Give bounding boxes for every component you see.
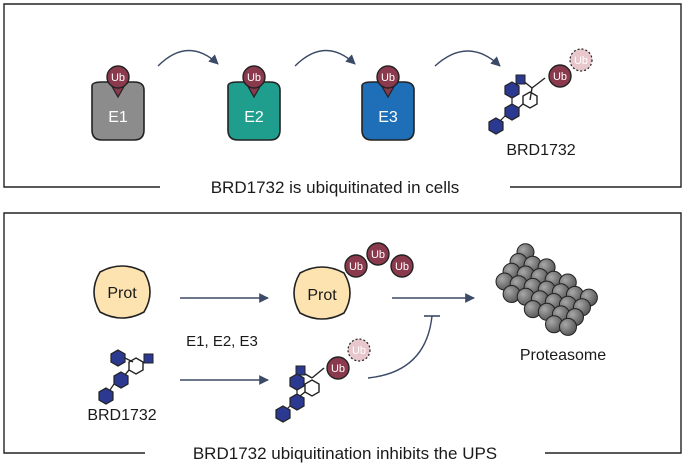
e3-label: E3 — [378, 109, 398, 126]
inhibition-line — [367, 315, 433, 379]
brd1732-compound — [98, 349, 154, 405]
proteasome-label: Proteasome — [520, 347, 606, 364]
protein-label: Prot — [307, 287, 337, 304]
ub-label: Ub — [331, 363, 345, 375]
e1-label: E1 — [108, 109, 128, 126]
e1-enzyme: E1 — [91, 81, 145, 141]
ub-on-e3: Ub — [376, 65, 400, 99]
bottom-panel: BRD1732 ubiquitination inhibits the UPS … — [3, 212, 682, 463]
protein-label: Prot — [107, 285, 137, 302]
ubiquitinated-brd1732: Ub Ub — [275, 338, 371, 423]
ubiquitinated-protein: Prot — [293, 266, 351, 320]
top-panel: BRD1732 is ubiquitinated in cells E1 Ub … — [3, 3, 682, 197]
brd1732-molecule — [488, 74, 546, 135]
enzymes-label: E1, E2, E3 — [186, 333, 258, 350]
ub-label: Ub — [371, 249, 385, 261]
ub-label: Ub — [395, 261, 409, 273]
ub-on-e1: Ub — [106, 65, 130, 99]
ub-label: Ub — [111, 72, 125, 84]
ub-faded-top: Ub — [569, 48, 593, 72]
arrow-e1-to-e2 — [157, 49, 219, 67]
top-panel-caption: BRD1732 is ubiquitinated in cells — [211, 178, 460, 197]
ub-on-brd1732: Ub — [548, 64, 572, 88]
proteasome-subunit — [559, 317, 577, 336]
e3-enzyme: E3 — [361, 81, 415, 141]
ub-label: Ub — [247, 72, 261, 84]
ub-label: Ub — [553, 71, 567, 83]
polyubiquitin-chain: Ub Ub Ub — [344, 242, 414, 278]
top-panel-border — [3, 3, 682, 188]
e2-enzyme: E2 — [227, 81, 281, 141]
brd1732-label-top: BRD1732 — [506, 142, 575, 159]
bottom-panel-caption: BRD1732 ubiquitination inhibits the UPS — [193, 444, 497, 463]
proteasome-icon — [495, 243, 598, 336]
ub-label: Ub — [352, 345, 366, 357]
ub-label: Ub — [574, 55, 588, 67]
arrow-e2-to-e3 — [294, 49, 356, 67]
e2-label: E2 — [244, 109, 264, 126]
arrow-e3-to-product — [434, 50, 501, 67]
bottom-panel-border — [3, 212, 682, 454]
protein-substrate: Prot — [93, 265, 151, 319]
ub-label: Ub — [381, 72, 395, 84]
brd1732-label-bottom: BRD1732 — [87, 407, 156, 424]
ub-on-e2: Ub — [242, 65, 266, 99]
ub-label: Ub — [349, 261, 363, 273]
